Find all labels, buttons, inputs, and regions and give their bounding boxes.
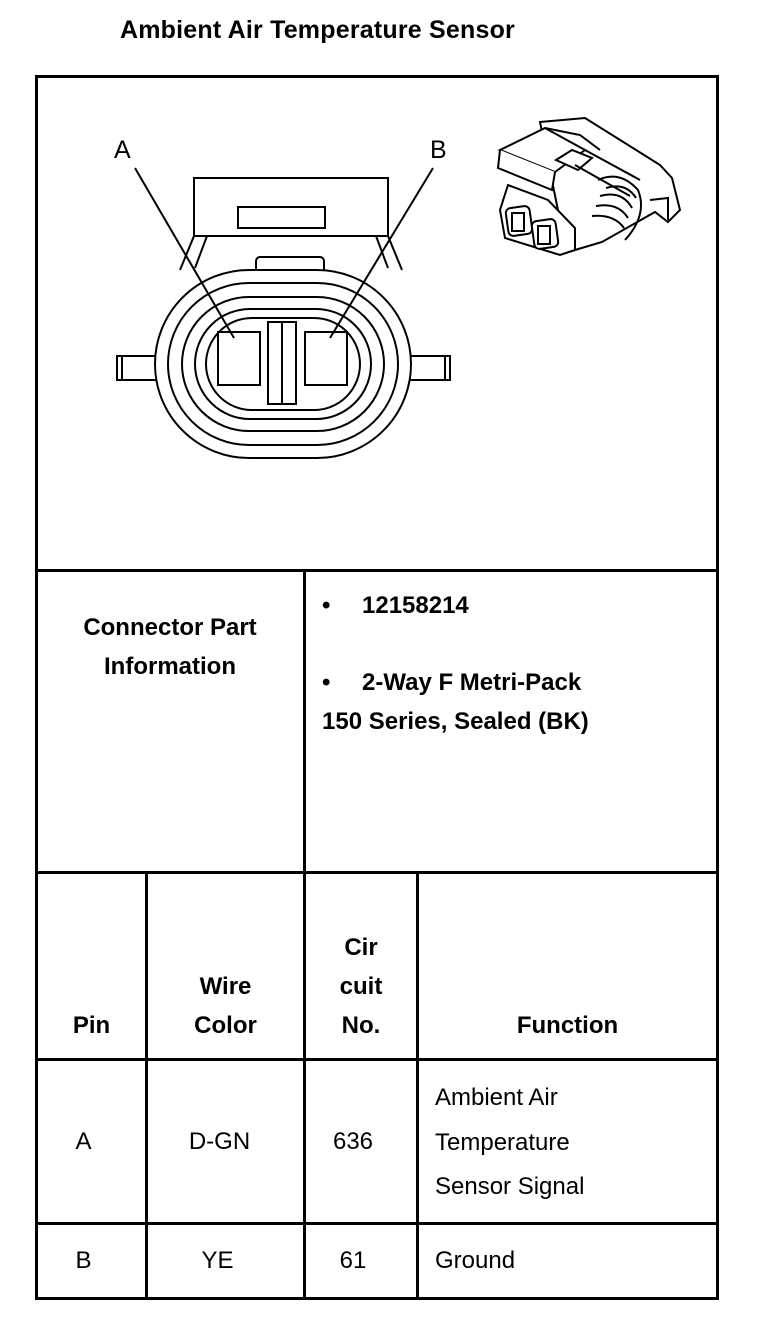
page-title: Ambient Air Temperature Sensor <box>120 16 515 44</box>
header-circuit-line-2: cuit <box>339 973 383 1000</box>
row-b-function: Ground <box>435 1239 515 1284</box>
connector-top-slot <box>237 206 326 229</box>
header-wire-color: Wire Color <box>148 967 303 1045</box>
row-a-function-line-1: Ambient Air <box>435 1084 558 1111</box>
bullet-icon: • <box>322 592 331 619</box>
header-pin-text: Pin <box>72 1012 111 1039</box>
divider-circuit-column <box>416 871 419 1300</box>
terminal-a-cavity <box>217 331 261 386</box>
terminal-b-cavity <box>304 331 348 386</box>
connector-type-line-2: 150 Series, Sealed (BK) <box>322 708 589 735</box>
row-a-function-line-2: Temperature <box>435 1128 570 1156</box>
row-a-function: Ambient Air Temperature Sensor Signal <box>435 1076 584 1210</box>
divider-info-bottom <box>35 871 719 874</box>
terminal-a-leader <box>134 167 235 339</box>
connector-perspective-view <box>496 116 682 257</box>
row-a-pin: A <box>75 1128 92 1155</box>
header-circuit-no: Cir cuit No. <box>306 928 416 1045</box>
divider-wire-column <box>303 871 306 1300</box>
terminal-b-leader <box>329 167 434 339</box>
divider-row-a-bottom <box>35 1222 719 1225</box>
header-function: Function <box>419 1006 716 1045</box>
divider-pin-column <box>145 871 148 1300</box>
terminal-b-label: B <box>430 136 447 164</box>
connector-info-label: Connector Part Information <box>35 608 305 686</box>
connector-info-label-line-2: Information <box>104 653 236 680</box>
header-circuit-line-1: Cir <box>344 934 378 961</box>
connector-type-line-1: 2-Way F Metri-Pack <box>362 669 582 696</box>
connector-info-label-line-1: Connector Part <box>83 614 257 641</box>
header-circuit-line-3: No. <box>341 1012 381 1039</box>
connector-housing-sides <box>179 235 403 271</box>
part-number: 12158214 <box>362 592 469 619</box>
terminal-a-label: A <box>114 136 131 164</box>
row-b-pin: B <box>75 1247 92 1274</box>
divider-header-bottom <box>35 1058 719 1061</box>
divider-diagram-bottom <box>35 569 719 572</box>
row-a-circuit-no: 636 <box>332 1128 374 1155</box>
header-wire-color-line-1: Wire <box>199 973 252 1000</box>
connector-sheet-frame <box>35 75 719 1300</box>
row-a-function-line-3: Sensor Signal <box>435 1173 585 1200</box>
row-b-wire-color: YE <box>201 1247 234 1274</box>
header-wire-color-line-2: Color <box>194 1012 257 1039</box>
row-a-wire-color: D-GN <box>188 1128 251 1155</box>
row-b-function-line-1: Ground <box>435 1247 516 1274</box>
divider-info-column <box>303 569 306 874</box>
header-function-text: Function <box>516 1012 619 1039</box>
header-pin: Pin <box>38 1006 145 1045</box>
row-b-circuit-no: 61 <box>339 1247 367 1274</box>
bullet-icon: • <box>322 669 331 696</box>
connector-diagram: A B <box>114 116 682 459</box>
